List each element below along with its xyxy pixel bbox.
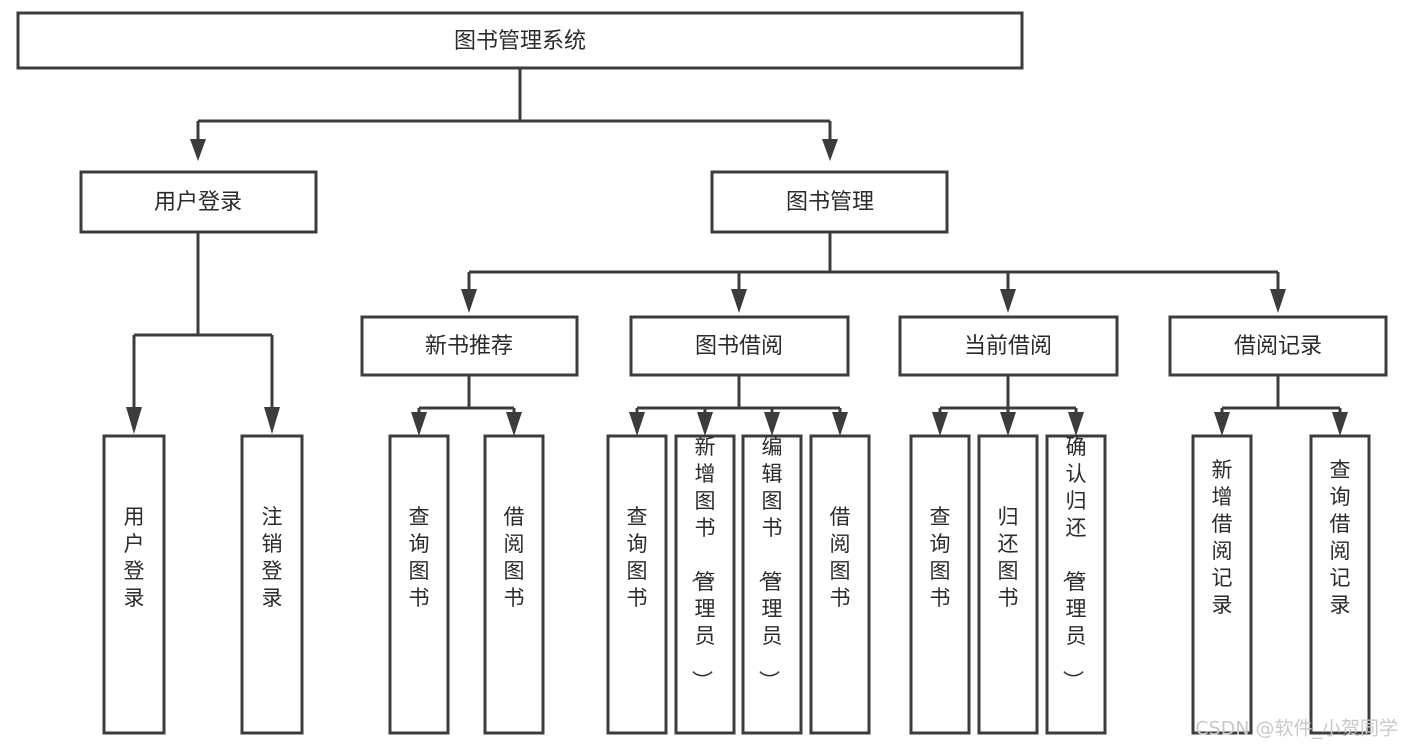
leaf-current-borrow-1-box[interactable] — [977, 434, 1039, 735]
leaf-borrow-record-0[interactable]: 新增借阅记录 — [1191, 434, 1253, 735]
arrow-head-newbook-1 — [411, 412, 427, 436]
leaf-book-borrow-1[interactable]: 新增图书（管理员） — [674, 434, 736, 735]
connector-group-new-book — [411, 375, 522, 436]
arrow-head-borrowrecord-1 — [1214, 412, 1230, 436]
leaf-current-borrow-0[interactable]: 查询图书 — [909, 434, 971, 735]
leaf-user-login-1[interactable]: 注销登录 — [240, 434, 304, 735]
arrow-head-bookmanage-3 — [1000, 289, 1016, 313]
leaf-new-book-1[interactable]: 借阅图书 — [483, 434, 545, 735]
node-root-box[interactable] — [16, 11, 1024, 70]
node-borrow-record[interactable]: 借阅记录 — [1168, 315, 1388, 377]
csdn-watermark: CSDN @软件_小贺同学 — [1195, 718, 1398, 740]
arrow-head-newbook-2 — [506, 412, 522, 436]
node-user-login-box[interactable] — [79, 170, 318, 234]
leaf-current-borrow-2[interactable]: 确认归还（管理员） — [1045, 434, 1107, 735]
node-book-borrow[interactable]: 图书借阅 — [629, 315, 850, 377]
node-current-borrow[interactable]: 当前借阅 — [898, 315, 1119, 377]
connector-group-book-borrow — [629, 375, 848, 436]
leaf-new-book-0-box[interactable] — [388, 434, 450, 735]
leaf-user-login-1-box[interactable] — [240, 434, 304, 735]
node-root[interactable]: 图书管理系统 — [16, 11, 1024, 70]
leaf-current-borrow-0-box[interactable] — [909, 434, 971, 735]
node-book-manage[interactable]: 图书管理 — [710, 170, 949, 234]
node-user-login[interactable]: 用户登录 — [79, 170, 318, 234]
leaf-current-borrow-1[interactable]: 归还图书 — [977, 434, 1039, 735]
connector-group-user-login — [126, 232, 280, 434]
arrow-head-bookborrow-4 — [832, 412, 848, 436]
leaf-borrow-record-1-box[interactable] — [1309, 434, 1371, 735]
node-new-book-recommend-label: 新书推荐 — [425, 334, 513, 359]
leaf-borrow-record-1-label: 查询借阅记录 — [1330, 458, 1351, 617]
leaf-user-login-1-label: 注销登录 — [262, 505, 283, 610]
arrow-head-bookborrow-2 — [697, 412, 713, 436]
leaf-book-borrow-1-box[interactable] — [674, 434, 736, 735]
leaf-book-borrow-3[interactable]: 借阅图书 — [809, 434, 871, 735]
node-borrow-record-label: 借阅记录 — [1234, 334, 1322, 359]
node-new-book-recommend[interactable]: 新书推荐 — [360, 315, 579, 377]
arrow-head-bookmanage-2 — [731, 289, 747, 313]
connector-group-root — [190, 68, 838, 161]
node-book-manage-box[interactable] — [710, 170, 949, 234]
leaf-new-book-1-label: 借阅图书 — [504, 505, 525, 610]
arrow-head-root-2 — [822, 139, 838, 161]
node-book-manage-label: 图书管理 — [786, 190, 874, 215]
leaf-book-borrow-0-box[interactable] — [606, 434, 668, 735]
arrow-head-root-1 — [190, 139, 206, 161]
leaf-new-book-1-box[interactable] — [483, 434, 545, 735]
node-user-login-label: 用户登录 — [154, 190, 242, 215]
leaf-new-book-0[interactable]: 查询图书 — [388, 434, 450, 735]
leaf-borrow-record-0-label: 新增借阅记录 — [1212, 458, 1233, 617]
node-borrow-record-box[interactable] — [1168, 315, 1388, 377]
arrow-head-userlogin-1 — [126, 407, 142, 434]
leaf-book-borrow-0-label: 查询图书 — [627, 505, 648, 610]
leaf-current-borrow-2-label: 确认归还（管理员） — [1061, 435, 1087, 691]
leaf-book-borrow-3-box[interactable] — [809, 434, 871, 735]
node-new-book-recommend-box[interactable] — [360, 315, 579, 377]
arrow-head-bookborrow-1 — [629, 412, 645, 436]
leaf-new-book-0-label: 查询图书 — [409, 505, 430, 610]
leaf-user-login-0-label: 用户登录 — [124, 505, 145, 610]
arrow-head-bookmanage-4 — [1270, 289, 1286, 313]
leaf-user-login-0-box[interactable] — [102, 434, 166, 735]
leaf-book-borrow-0[interactable]: 查询图书 — [606, 434, 668, 735]
arrow-head-borrowrecord-2 — [1332, 412, 1348, 436]
leaf-book-borrow-1-label: 新增图书（管理员） — [690, 435, 716, 691]
node-book-borrow-box[interactable] — [629, 315, 850, 377]
node-current-borrow-box[interactable] — [898, 315, 1119, 377]
connector-group-current-borrow — [932, 375, 1084, 436]
leaf-current-borrow-1-label: 归还图书 — [998, 505, 1019, 610]
node-book-borrow-label: 图书借阅 — [695, 334, 783, 359]
leaf-borrow-record-0-box[interactable] — [1191, 434, 1253, 735]
arrow-head-userlogin-2 — [264, 407, 280, 434]
leaf-current-borrow-0-label: 查询图书 — [930, 505, 951, 610]
leaf-user-login-0[interactable]: 用户登录 — [102, 434, 166, 735]
arrow-head-currentborrow-1 — [932, 412, 948, 436]
connector-group-borrow-record — [1214, 375, 1348, 436]
arrow-head-bookmanage-1 — [461, 289, 477, 313]
arrow-head-currentborrow-3 — [1068, 412, 1084, 436]
node-root-label: 图书管理系统 — [454, 29, 586, 54]
leaf-book-borrow-2[interactable]: 编辑图书（管理员） — [741, 434, 803, 735]
arrow-head-currentborrow-2 — [1000, 412, 1016, 436]
arrow-head-bookborrow-3 — [764, 412, 780, 436]
leaf-borrow-record-1[interactable]: 查询借阅记录 — [1309, 434, 1371, 735]
leaf-book-borrow-2-box[interactable] — [741, 434, 803, 735]
leaf-current-borrow-2-box[interactable] — [1045, 434, 1107, 735]
leaf-book-borrow-3-label: 借阅图书 — [830, 505, 851, 610]
node-current-borrow-label: 当前借阅 — [964, 334, 1052, 359]
leaf-book-borrow-2-label: 编辑图书（管理员） — [757, 435, 783, 691]
connector-group-book-manage — [461, 232, 1286, 313]
